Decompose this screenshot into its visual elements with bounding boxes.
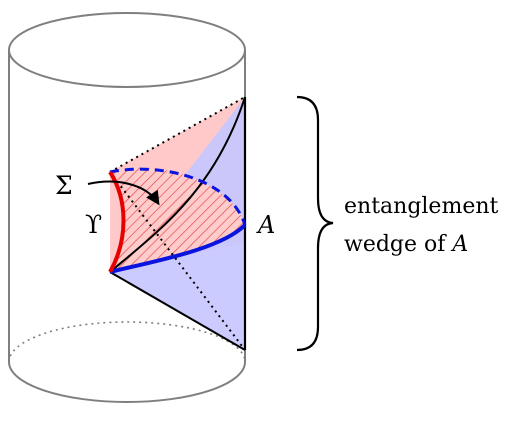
cylinder-bottom-front-arc bbox=[8, 361, 246, 403]
cylinder-top-ellipse bbox=[8, 12, 246, 88]
wedge bbox=[108, 96, 247, 351]
blue-solid-front-curve bbox=[109, 223, 247, 274]
wedge-caption-line2: wedge of A bbox=[344, 232, 468, 257]
upper-dotted-edge bbox=[109, 96, 246, 173]
wedge-caption-prefix: wedge of bbox=[344, 232, 452, 257]
right-curly-brace bbox=[296, 95, 334, 352]
blue-dashed-back-curve bbox=[109, 167, 247, 226]
lower-solid-edge bbox=[109, 271, 246, 351]
null-boundary-curve bbox=[109, 96, 246, 273]
sigma-label: Σ bbox=[55, 171, 73, 200]
interior-dotted-edge bbox=[109, 171, 246, 351]
wedge-caption-line1: entanglement bbox=[344, 194, 499, 219]
sigma-arrow bbox=[87, 180, 160, 206]
region-a-label: A bbox=[256, 211, 275, 239]
upsilon-label: ϒ bbox=[85, 210, 102, 239]
cylinder-bottom-back-arc bbox=[8, 321, 246, 363]
hatched-region bbox=[110, 167, 245, 272]
wedge-caption-var: A bbox=[450, 232, 468, 257]
